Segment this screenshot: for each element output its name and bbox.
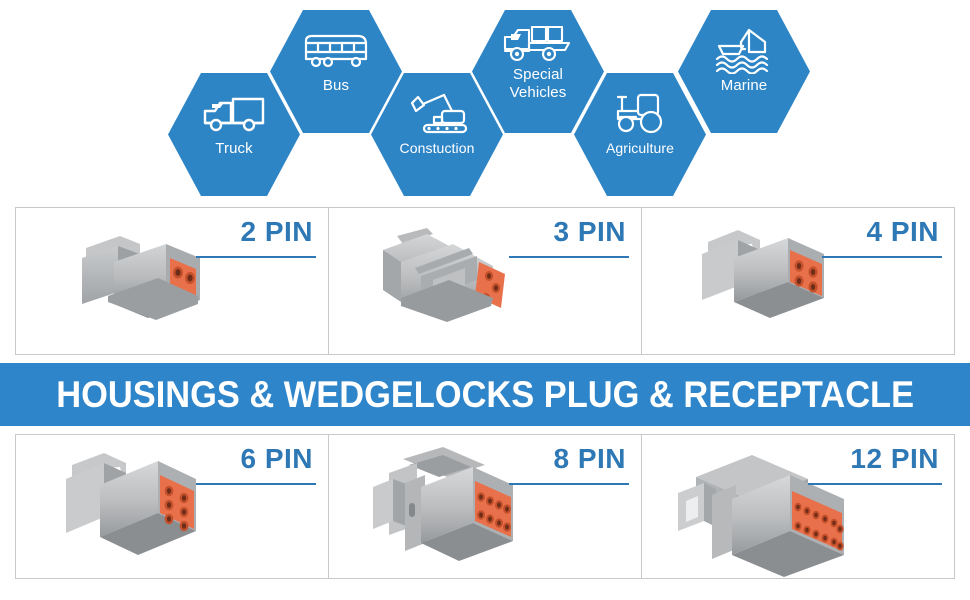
hex-category-marine[interactable]: Marine: [678, 10, 810, 133]
product-cell-12-pin[interactable]: 12 PIN: [642, 435, 954, 578]
truck-icon: [201, 89, 267, 137]
pin-label-underline: [808, 483, 942, 485]
product-grid-bottom-row: 6 PIN: [15, 434, 955, 579]
pin-label-4-pin: 4 PIN: [866, 216, 939, 247]
connector-image-3-pin: [353, 218, 543, 343]
connector-image-6-pin: [42, 445, 232, 575]
hex-label-marine: Marine: [720, 77, 768, 94]
hex-label-special-vehicles-line1: Special: [513, 66, 563, 83]
hex-label-agriculture: Agriculture: [605, 140, 675, 156]
connector-image-2-pin: [48, 222, 233, 342]
boat-crane-icon: [713, 26, 775, 74]
hex-category-construction[interactable]: Constuction: [371, 73, 503, 196]
banner-title: HOUSINGS & WEDGELOCKS PLUG & RECEPTACLE: [56, 373, 914, 415]
hex-label-special-vehicles-line2: Vehicles: [509, 84, 567, 101]
product-cell-2-pin[interactable]: 2 PIN: [16, 208, 329, 354]
pin-label-6-pin: 6 PIN: [240, 443, 313, 474]
connector-image-8-pin: [347, 443, 547, 575]
dump-truck-icon: [501, 21, 575, 65]
section-banner: HOUSINGS & WEDGELOCKS PLUG & RECEPTACLE: [0, 363, 970, 426]
tractor-icon: [608, 89, 672, 137]
industry-hexagon-band: Truck Bus: [0, 0, 970, 196]
pin-label-underline: [822, 256, 942, 258]
pin-label-underline: [509, 256, 629, 258]
hex-label-truck: Truck: [215, 140, 253, 157]
hex-category-truck[interactable]: Truck: [168, 73, 300, 196]
pin-label-2-pin: 2 PIN: [240, 216, 313, 247]
product-cell-4-pin[interactable]: 4 PIN: [642, 208, 954, 354]
hex-label-bus: Bus: [322, 77, 350, 94]
hex-category-special-vehicles[interactable]: Special Vehicles: [472, 10, 604, 133]
pin-label-12-pin: 12 PIN: [850, 443, 939, 474]
product-cell-6-pin[interactable]: 6 PIN: [16, 435, 329, 578]
pin-label-8-pin: 8 PIN: [553, 443, 626, 474]
hex-label-construction: Constuction: [399, 140, 475, 156]
pin-label-3-pin: 3 PIN: [553, 216, 626, 247]
hex-category-bus[interactable]: Bus: [270, 10, 402, 133]
pin-label-underline: [196, 256, 316, 258]
pin-label-underline: [196, 483, 316, 485]
pin-label-underline: [509, 483, 629, 485]
connector-image-4-pin: [672, 220, 862, 342]
product-cell-8-pin[interactable]: 8 PIN: [329, 435, 642, 578]
excavator-icon: [404, 89, 470, 137]
hex-category-agriculture[interactable]: Agriculture: [574, 73, 706, 196]
product-cell-3-pin[interactable]: 3 PIN: [329, 208, 642, 354]
connector-image-12-pin: [656, 445, 866, 577]
bus-icon: [302, 26, 370, 74]
product-grid-top-row: 2 PIN: [15, 207, 955, 355]
